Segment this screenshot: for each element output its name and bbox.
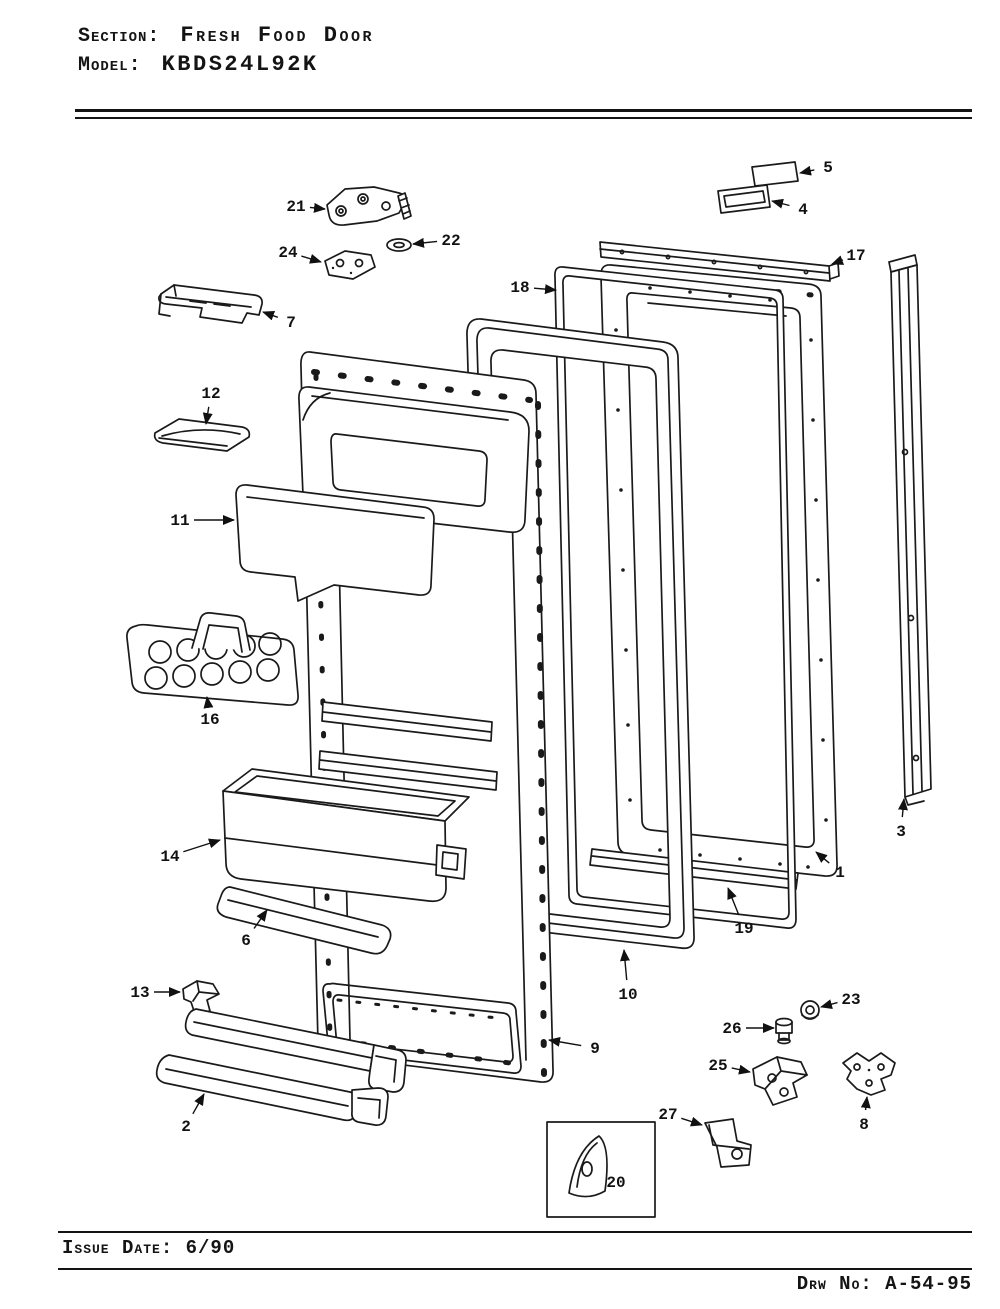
part-lower-trim <box>155 1054 389 1126</box>
leader-door-gasket <box>620 949 630 981</box>
callout-10-door-gasket: 10 <box>618 986 637 1004</box>
title-block: Section: Fresh Food Door Model: KBDS24L9… <box>78 22 374 79</box>
part-bottom-bracket <box>752 1056 808 1106</box>
part-dairy-cover <box>235 484 435 602</box>
leader-utility-tray <box>202 406 213 425</box>
model-row: Model: KBDS24L92K <box>78 51 374 80</box>
model-label: Model: <box>78 53 142 77</box>
model-value: KBDS24L92K <box>161 51 319 77</box>
part-side-trim <box>888 254 932 806</box>
part-hinge-plate-lower <box>842 1052 896 1096</box>
part-nameplate <box>717 184 771 214</box>
part-washer <box>386 238 412 252</box>
leader-door-liner <box>548 1036 582 1047</box>
leader-door-panel <box>815 851 830 864</box>
footer-rule-top <box>58 1231 972 1233</box>
leader-egg-tray <box>203 696 214 709</box>
callout-6-door-trim: 6 <box>241 932 251 950</box>
callout-22-washer: 22 <box>441 232 460 250</box>
leader-hinge-plate <box>301 254 322 264</box>
section-value: Fresh Food Door <box>180 23 374 48</box>
callout-23-grommet: 23 <box>841 991 860 1009</box>
callout-4-nameplate: 4 <box>798 201 808 219</box>
part-lower-trim-upper-bar <box>184 1008 407 1093</box>
leader-washer <box>412 237 438 248</box>
callout-13-end-cap: 13 <box>130 984 149 1002</box>
callout-8-hinge-plate-lower: 8 <box>859 1116 869 1134</box>
footer-rule-bottom <box>58 1268 972 1270</box>
leader-door-trim <box>253 909 268 929</box>
part-inner-seal <box>554 266 797 929</box>
part-end-cap <box>182 980 220 1015</box>
leader-door-bucket <box>183 838 221 853</box>
header-rule-thick <box>75 109 972 112</box>
part-egg-tray <box>126 612 299 706</box>
part-top-trim <box>599 241 840 282</box>
section-row: Section: Fresh Food Door <box>78 22 374 51</box>
callout-11-dairy-cover: 11 <box>170 512 189 530</box>
leader-grommet <box>820 999 838 1009</box>
callout-12-utility-tray: 12 <box>201 385 220 403</box>
leader-badge <box>799 165 815 176</box>
callout-9-door-liner: 9 <box>590 1040 600 1058</box>
callout-layer: 2122247121116146132541718311910923262582… <box>130 159 908 1192</box>
leader-side-trim <box>897 798 908 818</box>
callout-26-bolt: 26 <box>722 1020 741 1038</box>
part-badge <box>751 161 799 187</box>
drawing-number: Drw No: A-54-95 <box>796 1273 972 1295</box>
part-door-trim <box>216 886 392 955</box>
callout-18-inner-seal: 18 <box>510 279 529 297</box>
callout-25-bottom-bracket: 25 <box>708 1057 727 1075</box>
part-utility-tray <box>153 418 251 452</box>
part-door-liner <box>298 351 554 1083</box>
leader-bottom-trim <box>727 887 740 916</box>
callout-16-egg-tray: 16 <box>200 711 219 729</box>
part-hinge-shim-box <box>546 1121 656 1218</box>
section-label: Section: <box>78 25 161 48</box>
leader-lower-trim <box>192 1093 205 1115</box>
callout-20-hinge-shim: 20 <box>606 1174 625 1192</box>
callout-7-shelf-rail: 7 <box>286 314 296 332</box>
callout-5-badge: 5 <box>823 159 833 177</box>
callout-14-door-bucket: 14 <box>160 848 180 866</box>
callout-3-side-trim: 3 <box>896 823 906 841</box>
callout-17-top-trim: 17 <box>846 247 865 265</box>
leader-top-trim <box>831 255 845 265</box>
leader-inner-seal <box>533 284 557 295</box>
leader-shelf-rail <box>262 310 279 321</box>
callout-19-bottom-trim: 19 <box>734 920 753 938</box>
part-door-bucket <box>222 768 470 903</box>
part-top-hinge-bracket <box>326 186 412 226</box>
header-rule-thin <box>75 117 972 119</box>
leader-nameplate <box>771 198 790 209</box>
part-grommet <box>800 1000 820 1020</box>
callout-1-door-panel: 1 <box>835 864 845 882</box>
part-support-bracket <box>704 1118 752 1168</box>
part-hinge-plate <box>324 250 376 280</box>
issue-date: Issue Date: 6/90 <box>62 1237 236 1259</box>
leader-top-hinge-bracket <box>309 202 326 213</box>
leader-bottom-bracket <box>731 1064 751 1075</box>
callout-24-hinge-plate: 24 <box>278 244 298 262</box>
callout-27-support-bracket: 27 <box>658 1106 677 1124</box>
callout-2-lower-trim: 2 <box>181 1118 191 1136</box>
part-bolt <box>775 1017 793 1045</box>
leader-hinge-plate-lower <box>860 1096 871 1111</box>
part-shelf-rail <box>158 284 263 324</box>
leader-support-bracket <box>681 1116 703 1127</box>
callout-21-top-hinge-bracket: 21 <box>286 198 305 216</box>
